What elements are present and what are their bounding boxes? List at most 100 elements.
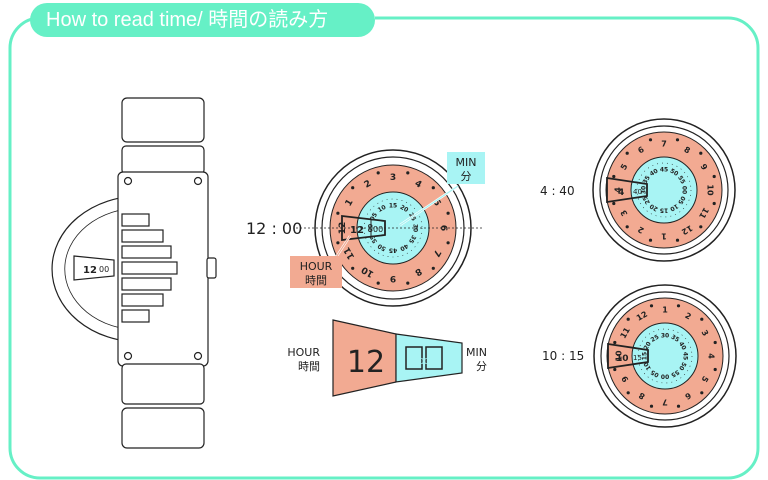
dial-dot xyxy=(676,304,681,308)
main-hour-value: 12 xyxy=(350,225,364,236)
main-hour-numeral: 4 xyxy=(413,179,423,191)
example-b-minute-numeral: 40 xyxy=(677,341,687,352)
main-hour-numeral: 5 xyxy=(430,198,442,208)
window-hour-value: 12 xyxy=(347,345,385,380)
dial-dot xyxy=(612,201,616,206)
hour-callout-box xyxy=(290,256,342,288)
main-minute-numeral: 30 xyxy=(412,224,419,232)
example-b-minute-numeral: 10 xyxy=(643,361,653,372)
dial-dot xyxy=(713,367,717,372)
hour-callout-label: HOUR xyxy=(300,260,333,273)
dial-dot xyxy=(336,241,340,245)
dial-dot xyxy=(431,186,435,190)
dial-dot xyxy=(612,174,616,179)
example-b-hour-numeral: 9 xyxy=(620,374,631,384)
example-a-minute-numeral: 25 xyxy=(642,195,652,206)
dial-dot xyxy=(625,225,629,229)
example-a-window xyxy=(606,176,648,204)
page-title-tab: How to read time/ 時間の読み方 xyxy=(30,3,375,37)
dial-dot xyxy=(376,281,380,285)
dial-dot xyxy=(446,211,450,215)
example-a-hour-numeral: 8 xyxy=(682,145,692,156)
example-a-hour: 4 xyxy=(618,188,624,198)
main-hour-numeral: 2 xyxy=(363,179,373,191)
example-b-hour-numeral: 10 xyxy=(615,350,624,362)
outer-frame xyxy=(8,16,760,480)
main-minute-numeral: 45 xyxy=(389,247,397,254)
min-callout-label: MIN xyxy=(456,156,477,169)
dial-dot xyxy=(376,171,380,175)
dial-dot xyxy=(336,211,340,215)
main-minute-numeral: 05 xyxy=(369,212,379,223)
window-detail xyxy=(332,319,463,397)
example-b-minute-numeral: 05 xyxy=(650,368,661,378)
window-minute-segment xyxy=(395,333,463,383)
dial-dot xyxy=(648,238,653,242)
dial-dot xyxy=(431,266,435,270)
example-a-time: 4 : 40 xyxy=(540,184,575,198)
example-b-hour-numeral: 1 xyxy=(662,306,668,315)
dial-dot xyxy=(351,186,355,190)
example-b-hour-numeral: 4 xyxy=(707,353,716,359)
example-a-minute-numeral: 55 xyxy=(676,175,686,186)
side-minute-digit: 00 xyxy=(99,265,109,274)
example-a-hour-numeral: 10 xyxy=(706,184,715,196)
example-a-minute-numeral: 30 xyxy=(641,186,648,194)
window-min-label: MIN xyxy=(466,346,487,359)
dial-dot xyxy=(406,171,410,175)
example-a-hour-numeral: 6 xyxy=(636,145,646,156)
dial-dot xyxy=(351,266,355,270)
dial-dot xyxy=(649,404,654,408)
example-a-hour-numeral: 5 xyxy=(619,162,630,172)
strap-top-link xyxy=(121,97,205,143)
dial-dot xyxy=(712,174,716,179)
window-hour-label-jp: 時間 xyxy=(298,360,320,373)
example-a-hour-numeral: 4 xyxy=(614,187,623,193)
side-hour-window xyxy=(73,255,115,281)
dial-dot xyxy=(649,304,654,308)
main-hour-numeral: 7 xyxy=(430,248,442,258)
hour-callout-label-jp: 時間 xyxy=(305,274,327,287)
example-b-hour-numeral: 7 xyxy=(662,398,668,407)
example-b-minute-numeral: 45 xyxy=(682,352,689,360)
dial-dot xyxy=(699,151,703,155)
example-a-hour-numeral: 1 xyxy=(661,232,667,241)
dial-dot xyxy=(648,138,653,142)
main-time-label: 12 : 00 xyxy=(246,219,302,238)
example-a-minute: 40 xyxy=(633,188,642,196)
main-hour-numeral: 12 xyxy=(338,222,348,235)
example-b-hour-numeral: 2 xyxy=(683,311,692,322)
dial-dot xyxy=(675,138,680,142)
example-b-hour-numeral: 8 xyxy=(637,390,647,401)
main-minute-numeral: 10 xyxy=(377,204,388,214)
example-b-minute-numeral: 50 xyxy=(677,361,687,372)
dial-dot xyxy=(626,317,630,321)
example-b-minute-numeral: 35 xyxy=(670,334,681,344)
strap-bottom-link-2 xyxy=(121,407,205,449)
dial-dot xyxy=(613,340,617,345)
example-b-hour-numeral: 5 xyxy=(699,374,710,384)
example-a-minute-numeral: 00 xyxy=(681,186,688,194)
dial-dot xyxy=(676,404,681,408)
example-b-minute: 15 xyxy=(633,354,642,362)
dial-dot xyxy=(675,238,680,242)
main-hour-numeral: 1 xyxy=(344,198,356,208)
dial-dot xyxy=(713,340,717,345)
crown xyxy=(206,257,217,279)
main-dial-dots xyxy=(336,171,450,285)
example-a-hour-numeral: 9 xyxy=(699,162,710,172)
main-minute-numeral: 50 xyxy=(377,242,388,252)
dial-dot xyxy=(712,201,716,206)
dial-dot xyxy=(699,225,703,229)
example-b-minute-numeral: 30 xyxy=(661,333,669,340)
example-a-minute-numeral: 50 xyxy=(669,168,680,178)
main-hour-numeral: 6 xyxy=(438,225,448,231)
dial-dot xyxy=(446,241,450,245)
example-b-hour-numeral: 3 xyxy=(700,328,711,337)
example-b-minute-numeral: 25 xyxy=(650,334,661,344)
main-hour-numeral: 9 xyxy=(390,273,396,283)
dial-dot xyxy=(700,391,704,395)
